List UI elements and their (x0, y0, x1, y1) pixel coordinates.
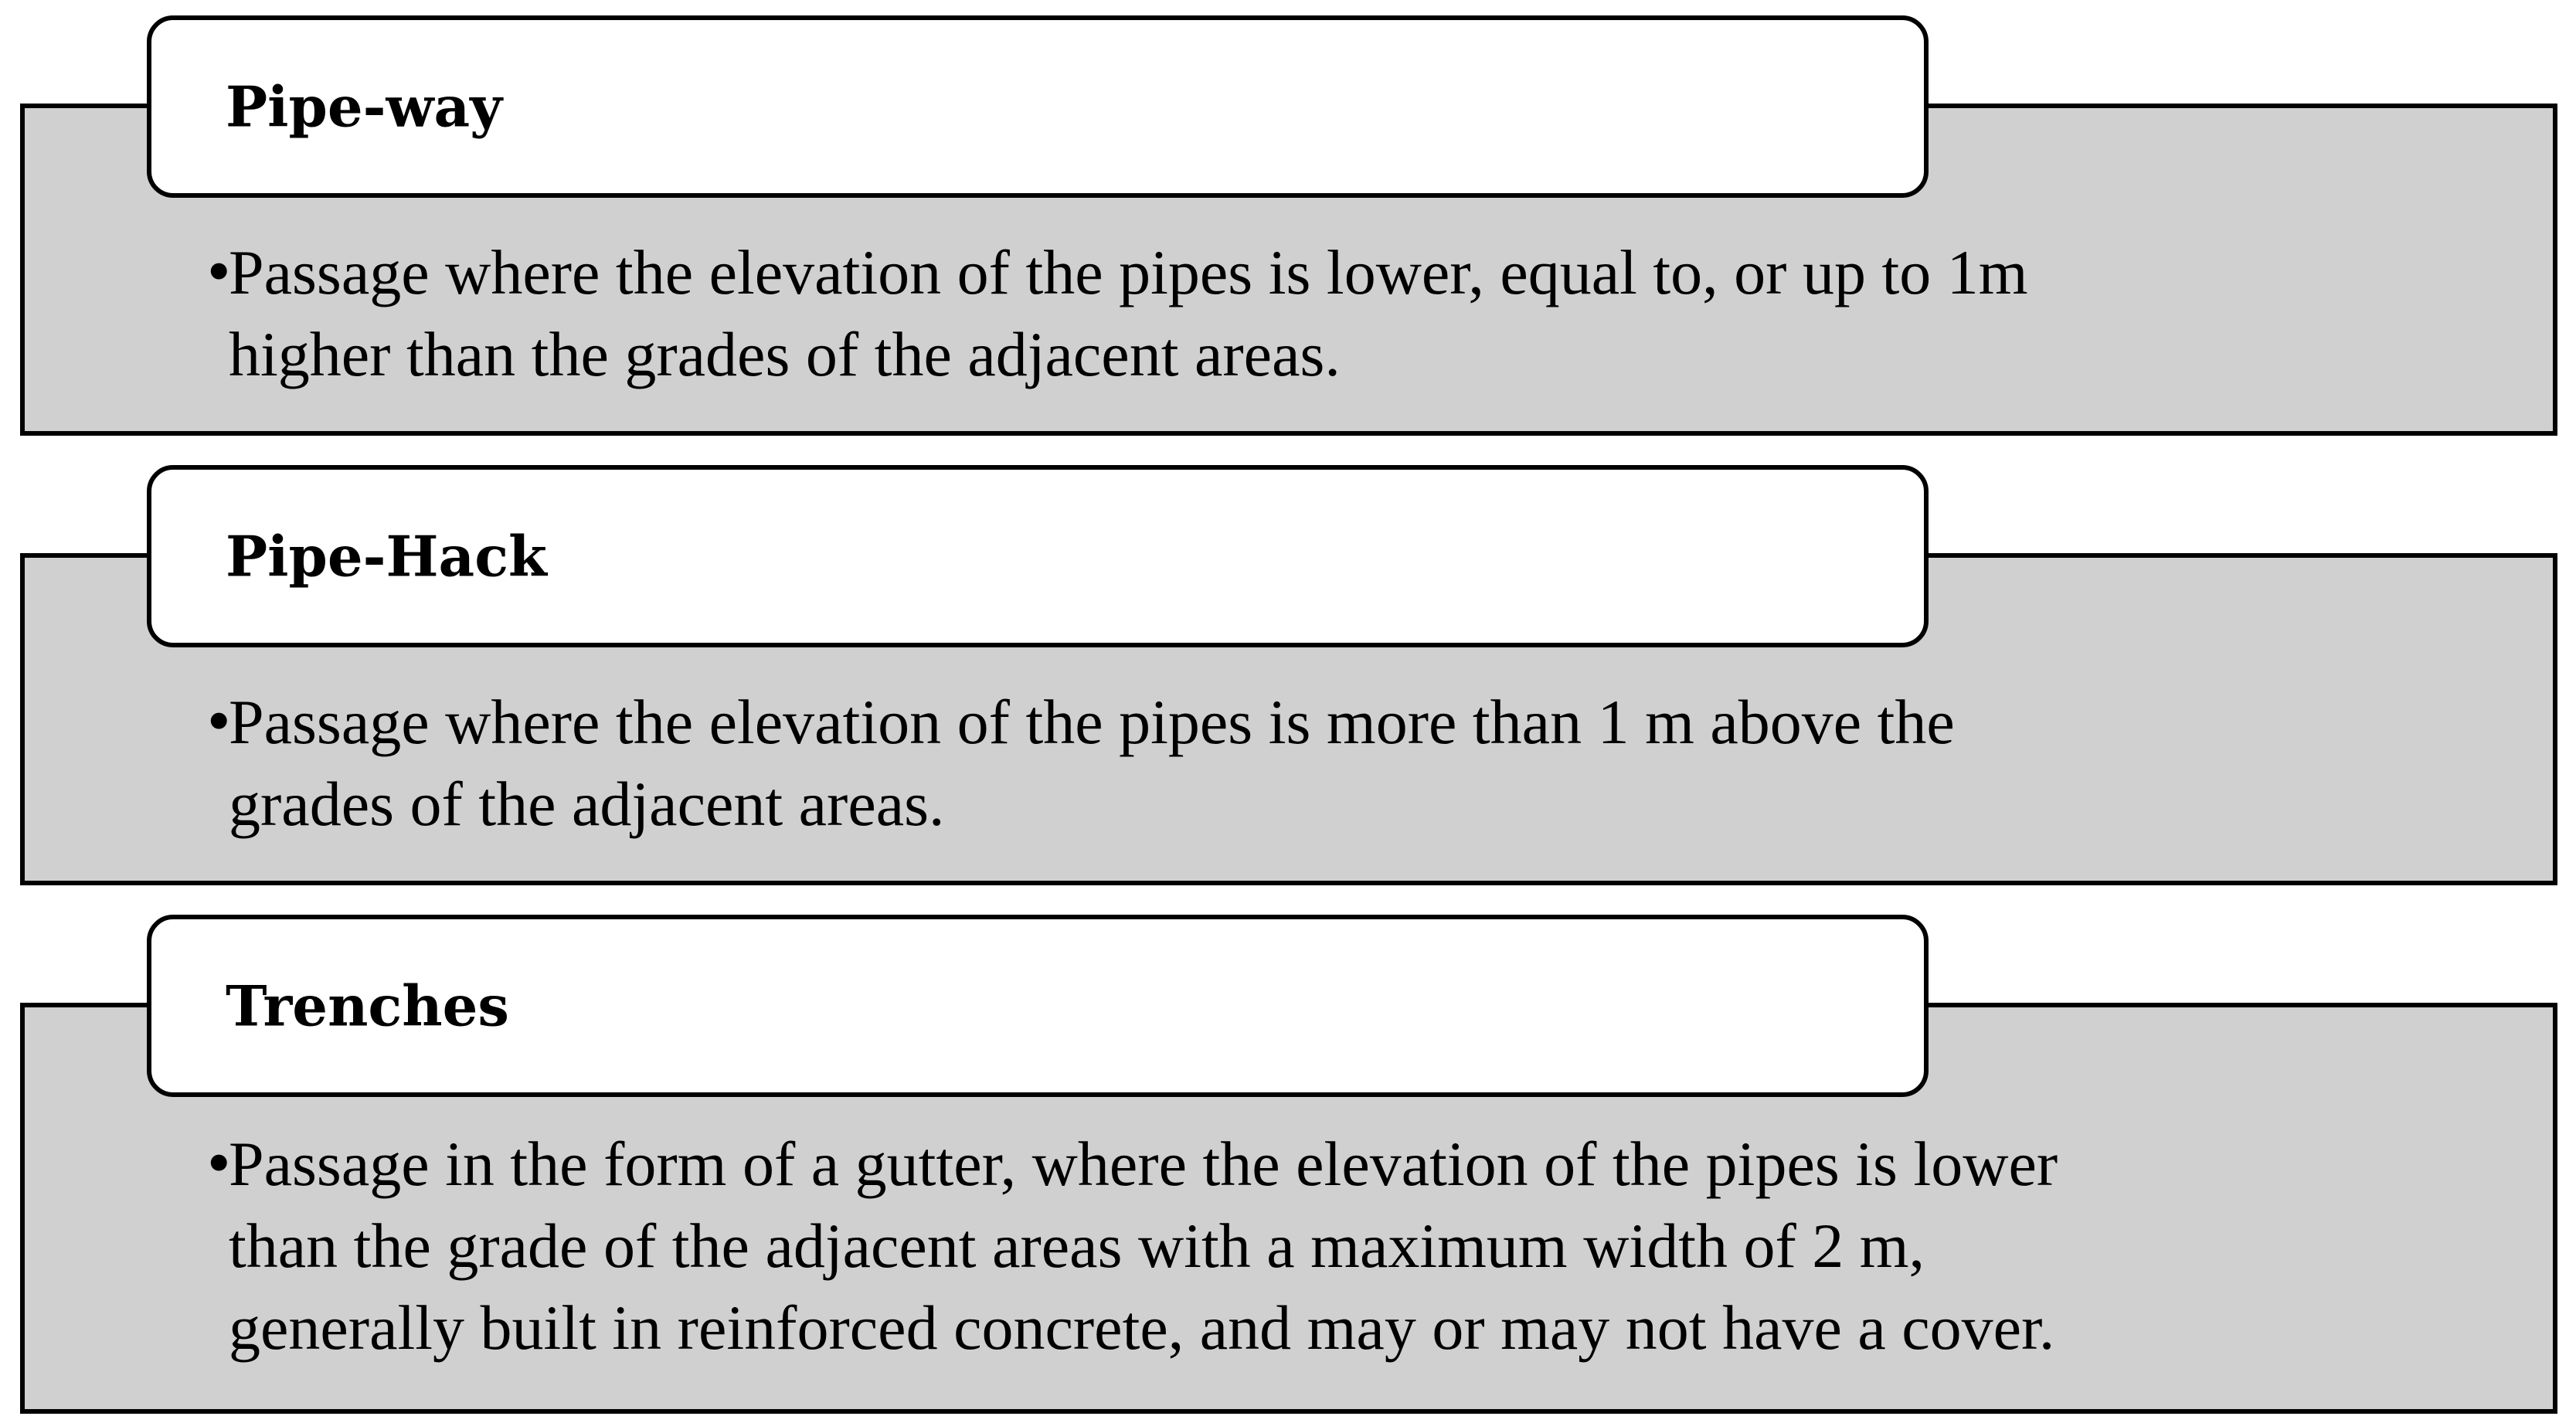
label-box: Pipe-Hack (147, 465, 1929, 647)
item-block-trenches: Trenches • Passage in the form of a gutt… (0, 899, 2576, 1418)
item-description: Passage where the elevation of the pipes… (229, 237, 2028, 389)
item-description: Passage in the form of a gutter, where t… (229, 1129, 2058, 1363)
item-block-pipe-way: Pipe-way • Passage where the elevation o… (0, 0, 2576, 440)
label-box: Trenches (147, 915, 1929, 1097)
item-label: Trenches (226, 973, 509, 1039)
bullet-item: • Passage in the form of a gutter, where… (202, 1123, 2058, 1369)
bullet-icon: • (202, 1132, 236, 1197)
bullet-item: • Passage where the elevation of the pip… (202, 232, 2028, 396)
item-label: Pipe-way (226, 73, 502, 140)
bullet-item: • Passage where the elevation of the pip… (202, 681, 1955, 845)
item-block-pipe-hack: Pipe-Hack • Passage where the elevation … (0, 450, 2576, 890)
label-box: Pipe-way (147, 15, 1929, 198)
item-description: Passage where the elevation of the pipes… (229, 687, 1955, 839)
item-label: Pipe-Hack (226, 523, 547, 589)
bullet-icon: • (202, 690, 236, 755)
bullet-icon: • (202, 240, 236, 305)
